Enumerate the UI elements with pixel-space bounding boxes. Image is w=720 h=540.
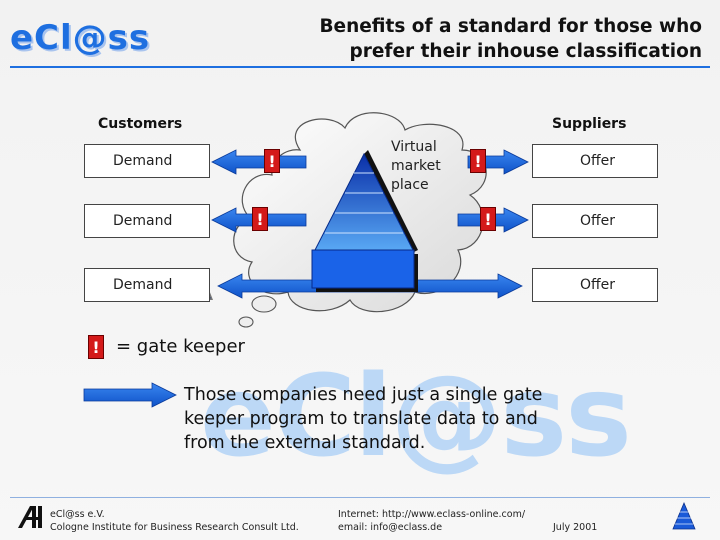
gate-keeper-icon: ! bbox=[264, 149, 280, 173]
slide-title: Benefits of a standard for those who pre… bbox=[202, 14, 702, 64]
watermark-logo: eCl@ss bbox=[200, 352, 632, 482]
cloud-label-line-2: market bbox=[391, 158, 441, 174]
eclass-logo: eCl@ss bbox=[10, 18, 151, 58]
footer-org-line-1: eCl@ss e.V. bbox=[50, 509, 105, 520]
footer-email: email: info@eclass.de bbox=[338, 522, 443, 533]
explanation-text: Those companies need just a single gate … bbox=[184, 383, 624, 455]
demand-box: Demand bbox=[84, 144, 210, 178]
title-line-1: Benefits of a standard for those who bbox=[319, 16, 702, 37]
demand-box: Demand bbox=[84, 204, 210, 238]
arrow-demand-1 bbox=[211, 149, 307, 175]
explanation-line-3: from the external standard. bbox=[184, 433, 426, 453]
explanation-line-1: Those companies need just a single gate bbox=[184, 385, 543, 405]
footer-pyramid-icon bbox=[672, 501, 696, 530]
footer-contact: Internet: http://www.eclass-online.com/ … bbox=[338, 508, 525, 534]
demand-box: Demand bbox=[84, 268, 210, 302]
offer-box: Offer bbox=[532, 144, 658, 178]
title-line-2: prefer their inhouse classification bbox=[349, 41, 703, 62]
customers-label: Customers bbox=[98, 116, 183, 132]
header-rule bbox=[10, 66, 710, 68]
gate-keeper-icon: ! bbox=[252, 207, 268, 231]
cloud-label: Virtual market place bbox=[391, 138, 441, 195]
footer-date: July 2001 bbox=[553, 522, 598, 533]
footer-organization: eCl@ss e.V. Cologne Institute for Busine… bbox=[50, 508, 299, 534]
standard-pyramid bbox=[311, 150, 418, 292]
cloud-label-line-3: place bbox=[391, 177, 429, 193]
footer-org-line-2: Cologne Institute for Business Research … bbox=[50, 522, 299, 533]
suppliers-label: Suppliers bbox=[552, 116, 627, 132]
institute-logo-icon bbox=[18, 506, 42, 528]
offer-box: Offer bbox=[532, 268, 658, 302]
gate-keeper-icon: ! bbox=[470, 149, 486, 173]
legend-gate-keeper-icon: ! bbox=[88, 335, 104, 359]
legend-gate-keeper-text: = gate keeper bbox=[116, 336, 245, 357]
offer-box: Offer bbox=[532, 204, 658, 238]
footer-rule bbox=[10, 497, 710, 498]
gate-keeper-icon: ! bbox=[480, 207, 496, 231]
legend-arrow bbox=[83, 382, 177, 408]
explanation-line-2: keeper program to translate data to and bbox=[184, 409, 538, 429]
cloud-label-line-1: Virtual bbox=[391, 139, 437, 155]
footer-internet: Internet: http://www.eclass-online.com/ bbox=[338, 509, 526, 520]
